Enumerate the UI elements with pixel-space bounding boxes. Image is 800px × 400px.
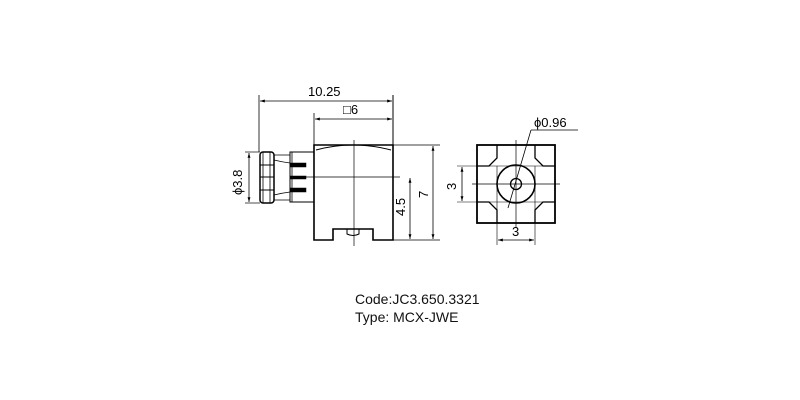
dim-vertical-spacing: 3 bbox=[444, 183, 459, 190]
dim-center-height: 4.5 bbox=[393, 198, 408, 216]
side-view bbox=[245, 95, 440, 246]
product-code: Code:JC3.650.3321 bbox=[355, 291, 480, 307]
dim-body-width: □6 bbox=[343, 102, 358, 117]
product-type: Type: MCX-JWE bbox=[355, 309, 459, 325]
dim-height: 7 bbox=[416, 191, 431, 198]
dim-hole-diameter: ϕ0.96 bbox=[534, 115, 567, 130]
dim-pin-diameter: ϕ3.8 bbox=[230, 170, 245, 195]
dim-horizontal-spacing: 3 bbox=[512, 224, 519, 239]
dim-overall-length: 10.25 bbox=[308, 84, 341, 99]
front-view bbox=[457, 129, 578, 245]
